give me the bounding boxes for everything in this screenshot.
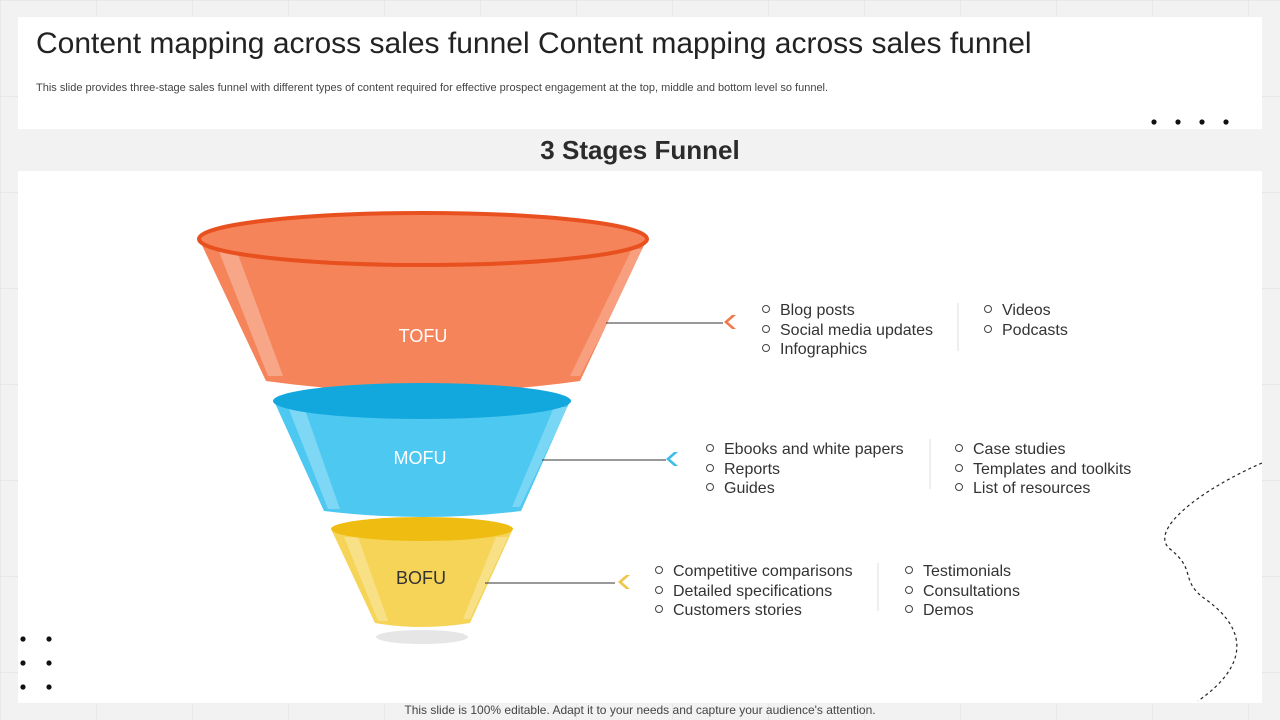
list-item: Detailed specifications: [655, 582, 853, 602]
stage-label-tofu: TOFU: [398, 326, 448, 346]
header: Content mapping across sales funnel Cont…: [18, 17, 1262, 129]
list-item: Videos: [984, 301, 1068, 321]
list-item: Customers stories: [655, 601, 853, 621]
bullet-icon: [762, 344, 770, 352]
bullet-icon: [706, 483, 714, 491]
tofu-highlight-right: [570, 249, 646, 376]
bullet-icon: [706, 444, 714, 452]
bullet-icon: [762, 324, 770, 333]
page-subtitle: This slide provides three-stage sales fu…: [36, 82, 829, 94]
list-item: Competitive comparisons: [655, 562, 853, 582]
bullet-icon: [706, 463, 714, 472]
list-item: Infographics: [762, 340, 933, 360]
bofu-rim: [331, 517, 513, 541]
stage-label-mofu: MOFU: [393, 448, 447, 468]
list-item: Testimonials: [905, 562, 1020, 582]
bullet-icon: [955, 483, 963, 491]
list-item: Reports: [706, 460, 904, 480]
bofu-right-list: Testimonials Consultations Demos: [905, 562, 1020, 621]
bullet-icon: [955, 463, 963, 472]
tofu-right-list: Videos Podcasts: [984, 301, 1068, 340]
tofu-rim: [197, 211, 649, 267]
list-item: Ebooks and white papers: [706, 440, 904, 460]
list-item: Social media updates: [762, 321, 933, 341]
bofu-chevron-icon: [618, 575, 630, 589]
bullet-icon: [905, 605, 913, 613]
funnel-diagram: [197, 211, 1262, 702]
bullet-icon: [955, 444, 963, 452]
list-item: Guides: [706, 479, 904, 499]
content-area: TOFU MOFU BOFU Blog posts Social media u…: [18, 171, 1262, 703]
list-item: List of resources: [955, 479, 1131, 499]
mofu-body: [274, 401, 570, 517]
mofu-chevron-icon: [666, 452, 678, 466]
mofu-right-list: Case studies Templates and toolkits List…: [955, 440, 1131, 499]
mofu-highlight-left: [288, 407, 340, 509]
section-title: 3 Stages Funnel: [540, 135, 740, 165]
mofu-highlight-right: [512, 407, 568, 507]
dashed-curve-decoration: [1164, 462, 1262, 702]
bofu-highlight-right: [463, 537, 508, 619]
bullet-icon: [905, 566, 913, 574]
list-item: Podcasts: [984, 321, 1068, 341]
tofu-body: [200, 241, 646, 392]
bofu-highlight-left: [344, 537, 388, 621]
bofu-shadow: [376, 630, 468, 644]
bullet-icon: [655, 585, 663, 594]
bullet-icon: [655, 566, 663, 574]
tofu-highlight-left: [218, 249, 283, 376]
bullet-icon: [984, 324, 992, 333]
stage-label-bofu: BOFU: [395, 568, 446, 588]
mofu-rim: [273, 383, 571, 419]
bofu-left-list: Competitive comparisons Detailed specifi…: [655, 562, 853, 621]
page-title: Content mapping across sales funnel Cont…: [36, 27, 1032, 60]
mofu-segment: [273, 383, 571, 517]
tofu-chevron-icon: [724, 315, 736, 329]
section-band: 3 Stages Funnel: [18, 129, 1262, 171]
footer-note: This slide is 100% editable. Adapt it to…: [404, 703, 876, 717]
list-item: Blog posts: [762, 301, 933, 321]
bullet-icon: [762, 305, 770, 313]
list-item: Demos: [905, 601, 1020, 621]
bofu-segment: [331, 517, 513, 644]
tofu-left-list: Blog posts Social media updates Infograp…: [762, 301, 933, 360]
bofu-body: [332, 531, 512, 627]
list-item: Consultations: [905, 582, 1020, 602]
tofu-segment: [197, 211, 649, 392]
mofu-left-list: Ebooks and white papers Reports Guides: [706, 440, 904, 499]
dots-decoration-bottom-left: [20, 636, 52, 690]
list-item: Templates and toolkits: [955, 460, 1131, 480]
list-item: Case studies: [955, 440, 1131, 460]
bullet-icon: [655, 605, 663, 613]
bullet-icon: [905, 585, 913, 594]
bullet-icon: [984, 305, 992, 313]
